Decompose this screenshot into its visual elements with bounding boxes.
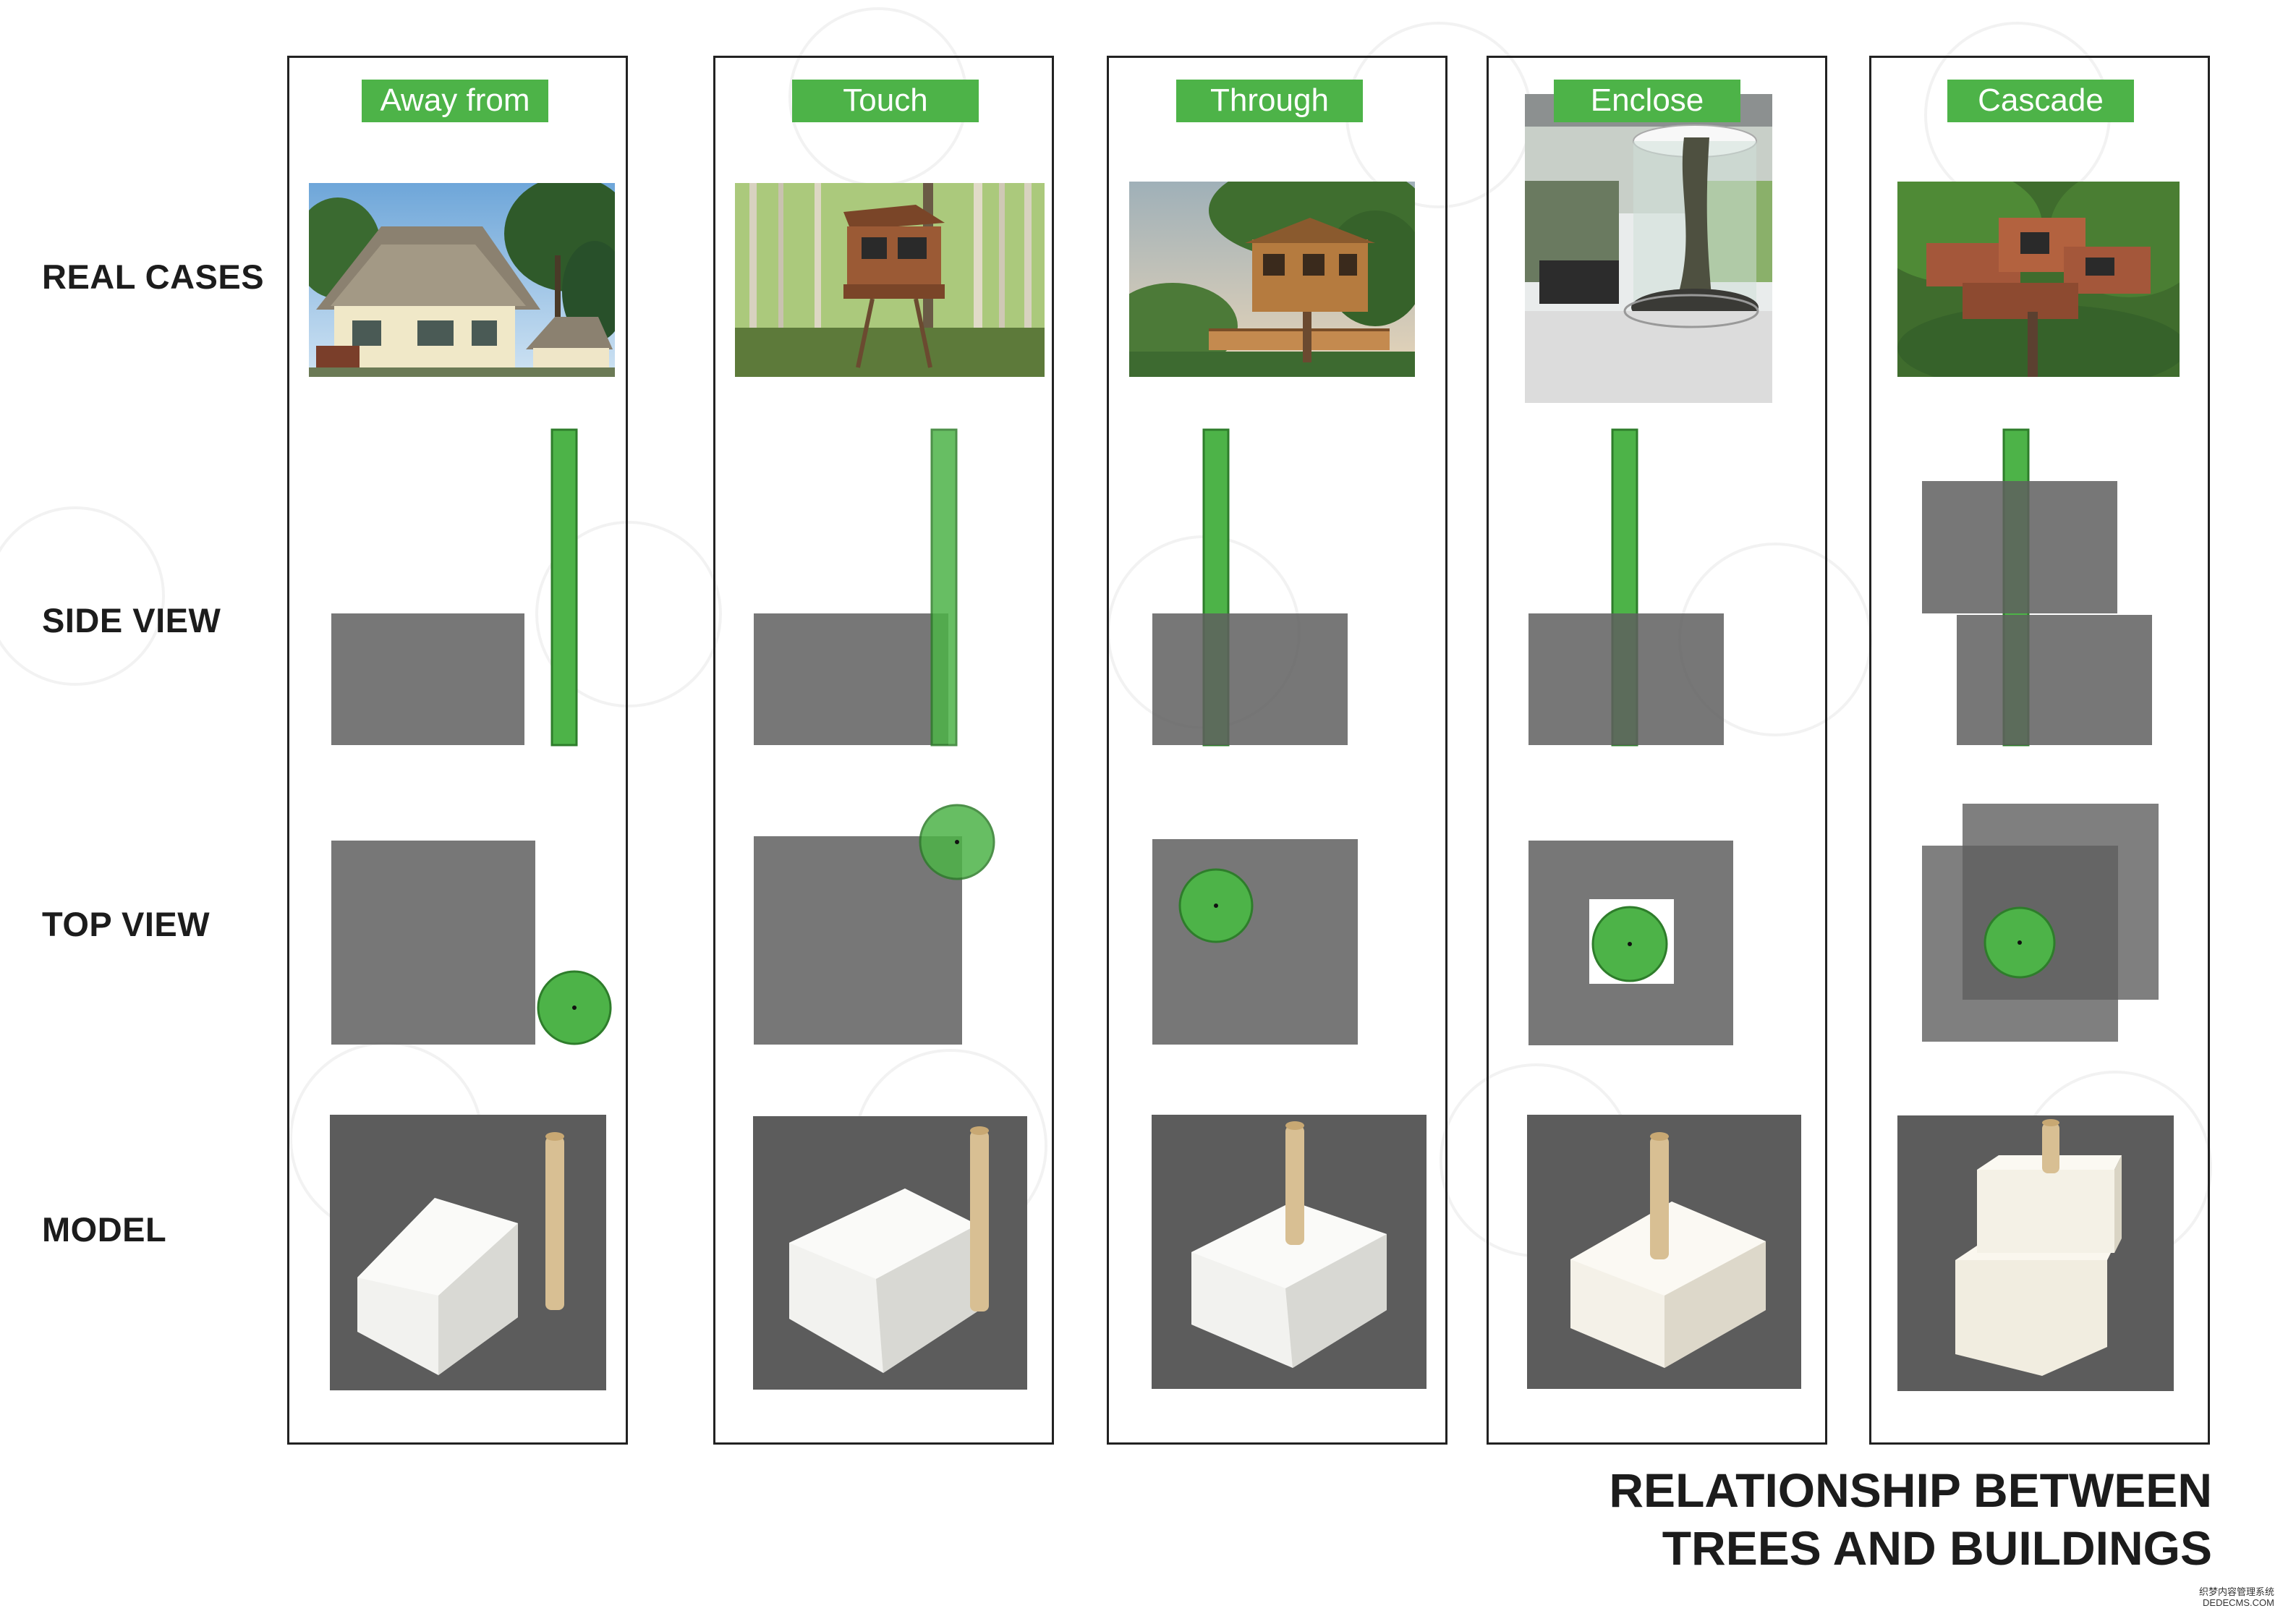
top-view-through (1152, 839, 1358, 1045)
page-title: RELATIONSHIP BETWEEN TREES AND BUILDINGS (1609, 1461, 2212, 1577)
site-watermark-line-2: DEDECMS.COM (2203, 1597, 2274, 1608)
building-block (1152, 613, 1348, 745)
column-title-cascade: Cascade (1947, 80, 2134, 122)
tree-trunk (550, 428, 578, 747)
photo-enclose (1525, 94, 1772, 403)
model-touch (753, 1116, 1027, 1390)
building-plan (331, 841, 535, 1045)
building-plan-upper (1963, 804, 2159, 1000)
side-view-enclose (1528, 428, 1724, 747)
watermark-circle (0, 506, 165, 686)
page-title-line-1: RELATIONSHIP BETWEEN (1609, 1463, 2212, 1517)
building-block (754, 613, 948, 745)
side-view-away-from (331, 428, 578, 747)
column-enclose (1487, 56, 1827, 1445)
column-cascade (1869, 56, 2210, 1445)
building-block-upper (1922, 481, 2117, 613)
watermark-circle (535, 521, 722, 707)
building-plan (1152, 839, 1358, 1045)
site-watermark-line-1: 织梦内容管理系统 (2198, 1586, 2274, 1597)
model-cascade (1897, 1115, 2174, 1391)
site-watermark: 织梦内容管理系统 DEDECMS.COM (2199, 1586, 2274, 1608)
column-title-through: Through (1176, 80, 1363, 122)
top-view-enclose (1528, 841, 1733, 1045)
photo-cascade (1897, 182, 2180, 377)
row-label-side-view: SIDE VIEW (42, 601, 221, 639)
model-through (1152, 1115, 1427, 1389)
column-title-away-from: Away from (362, 80, 548, 122)
tree-center-dot (572, 1006, 577, 1010)
photo-touch (735, 183, 1045, 377)
tree-center-dot (1214, 904, 1218, 908)
building-plan (754, 836, 962, 1045)
column-through (1107, 56, 1447, 1445)
row-label-real-cases: REAL CASES (42, 258, 265, 296)
tree-center-dot (2017, 940, 2022, 945)
side-view-through (1152, 428, 1348, 747)
row-label-model: MODEL (42, 1210, 167, 1249)
photo-away-from (309, 183, 615, 377)
building-block (1528, 613, 1724, 745)
row-label-top-view: TOP VIEW (42, 905, 211, 943)
column-touch (713, 56, 1054, 1445)
photo-through (1129, 182, 1415, 377)
model-enclose (1527, 1115, 1801, 1389)
building-block (331, 613, 524, 745)
top-view-cascade (1922, 804, 2159, 1042)
page-title-line-2: TREES AND BUILDINGS (1662, 1521, 2212, 1575)
tree-center-dot (955, 840, 959, 844)
side-view-cascade (1922, 428, 2152, 747)
building-block-lower (1957, 615, 2152, 745)
column-away-from (287, 56, 628, 1445)
tree-center-dot (1628, 942, 1632, 946)
top-view-away-from (331, 841, 612, 1045)
column-title-enclose: Enclose (1554, 80, 1740, 122)
top-view-touch (754, 804, 995, 1045)
side-view-touch (754, 428, 958, 747)
model-away-from (330, 1115, 606, 1390)
column-title-touch: Touch (792, 80, 979, 122)
tree-trunk (930, 428, 958, 747)
